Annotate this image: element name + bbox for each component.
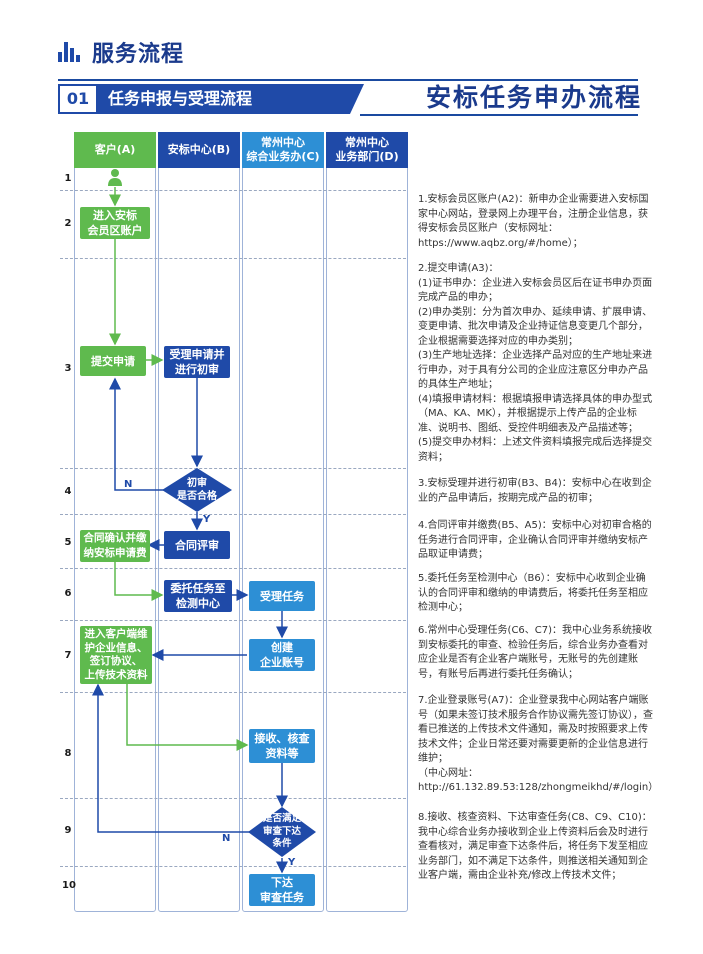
node-b3: 受理申请并 进行初审: [164, 346, 230, 378]
title-underline: [360, 114, 638, 116]
arrow-c9-no: [92, 683, 250, 833]
row-divider: [60, 866, 406, 867]
row-divider: [60, 568, 406, 569]
header-bar: [58, 84, 350, 114]
lane-head-c: 常州中心 综合业务办(C): [242, 132, 324, 168]
row-number: 10: [62, 880, 76, 891]
description-6: 6.常州中心受理任务(C6、C7)：我中心业务系统接收到安标委托的审查、检验任务…: [418, 625, 653, 680]
row-number: 6: [64, 588, 72, 599]
description-4: 4.合同评审并缴费(B5、A5)：安标中心对初审合格的任务进行合同评审，企业确认…: [418, 520, 652, 560]
person-icon: [108, 169, 122, 186]
row-number: 7: [64, 650, 72, 661]
decision-b4-shape: [162, 468, 232, 512]
node-c6: 受理任务: [249, 581, 315, 611]
node-c9: 是否满足 审查下达 条件: [262, 813, 301, 849]
arrow-a7-c8: [126, 683, 249, 751]
header-line: [58, 79, 638, 81]
node-c8: 接收、核查 资料等: [249, 729, 315, 763]
label-yes-2: Y: [288, 857, 296, 868]
page-title: 安标任务申办流程: [425, 83, 642, 112]
section-title: 服务流程: [92, 42, 185, 67]
node-a3: 提交申请: [80, 346, 146, 376]
description-1: 1.安标会员区账户(A2)：新申办企业需要进入安标国家中心网站，登录网上办理平台…: [418, 194, 649, 249]
node-b6: 委托任务至 检测中心: [164, 580, 232, 612]
description-5: 5.委托任务至检测中心（B6）：安标中心收到企业确认的合同评审和缴纳的申请费后，…: [418, 573, 648, 613]
label-no-1: N: [124, 479, 133, 490]
header-number: 01: [58, 84, 98, 114]
decision-c9-shape: [248, 807, 316, 857]
node-a7: 进入客户端维 护企业信息、 签订协议、 上传技术资料: [80, 626, 152, 684]
header-bar-cut: [350, 84, 364, 114]
node-a2: 进入安标 会员区账户: [80, 207, 150, 239]
node-c10: 下达 审查任务: [249, 874, 315, 906]
row-number: 8: [64, 748, 72, 759]
node-c7: 创建 企业账号: [249, 639, 315, 671]
description-8: 8.接收、核查资料、下达审查任务(C8、C9、C10)：我中心综合业务办接收到企…: [418, 812, 652, 881]
lane-head-d: 常州中心 业务部门(D): [326, 132, 408, 168]
row-number: 2: [64, 218, 72, 229]
row-divider: [60, 190, 406, 191]
lane-head-a: 客户(A): [74, 132, 156, 168]
node-a5: 合同确认并缴 纳安标申请费: [80, 530, 150, 562]
row-number: 5: [64, 537, 72, 548]
row-divider: [60, 514, 406, 515]
row-divider: [60, 692, 406, 693]
row-number: 4: [64, 486, 72, 497]
node-b5: 合同评审: [164, 531, 230, 559]
row-divider: [60, 468, 406, 469]
header-text: 任务申报与受理流程: [108, 89, 253, 108]
bars-icon: [58, 42, 82, 62]
lane-head-b: 安标中心(B): [158, 132, 240, 168]
node-b4: 初审 是否合格: [177, 478, 217, 502]
arrow-a5-b6: [114, 561, 164, 601]
description-7: 7.企业登录账号(A7)：企业登录我中心网站客户端账号（如果未签订技术服务合作协…: [418, 695, 659, 793]
arrow-b4-no: [109, 377, 164, 491]
label-yes-1: Y: [203, 514, 211, 525]
row-divider: [60, 620, 406, 621]
description-2: 2.提交申请(A3)： (1)证书申办：企业进入安标会员区后在证书申办页面完成产…: [418, 263, 653, 463]
description-3: 3.安标受理并进行初审(B3、B4)：安标中心在收到企业的产品申请后，按期完成产…: [418, 478, 652, 504]
row-divider: [60, 258, 406, 259]
row-number: 9: [64, 825, 72, 836]
row-divider: [60, 798, 406, 799]
row-number: 1: [64, 173, 72, 184]
label-no-2: N: [222, 833, 231, 844]
row-number: 3: [64, 363, 72, 374]
